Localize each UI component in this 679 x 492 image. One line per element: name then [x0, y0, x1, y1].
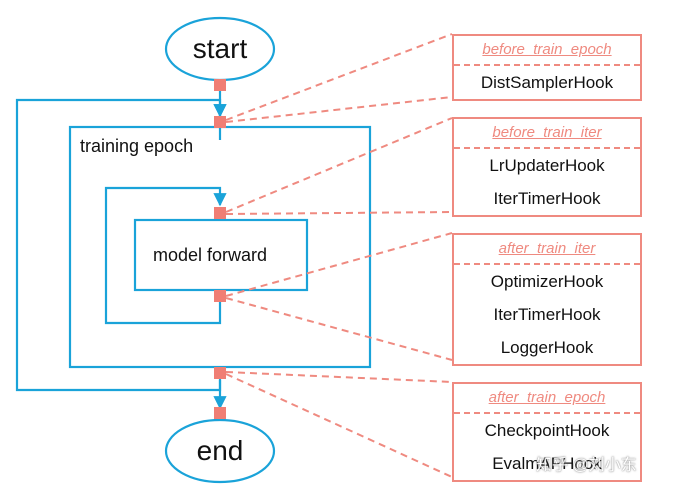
- hook-item: IterTimerHook: [493, 189, 601, 208]
- connector-after-iter-top: [225, 232, 453, 297]
- hook-connectors: [225, 33, 453, 478]
- connector-after-epoch-top: [225, 371, 453, 383]
- hook-point-end-entry: [214, 407, 226, 419]
- hook-panel-after-train-iter: after_train_iter OptimizerHook IterTimer…: [452, 233, 642, 366]
- model-forward-label: model forward: [153, 245, 268, 265]
- hook-points: [214, 79, 226, 419]
- hook-point-start-exit: [214, 79, 226, 91]
- connector-after-epoch-bottom: [225, 373, 453, 478]
- hook-point-after-iter: [214, 290, 226, 302]
- hook-title: before_train_iter: [454, 119, 640, 149]
- start-label: start: [192, 33, 248, 64]
- hook-panel-before-train-epoch: before_train_epoch DistSamplerHook: [452, 34, 642, 101]
- connector-before-iter-bottom: [225, 211, 453, 215]
- hook-point-before-epoch: [214, 116, 226, 128]
- iter-loop-arrow: [104, 186, 227, 325]
- hook-item: DistSamplerHook: [480, 73, 614, 92]
- hook-panel-after-train-epoch: after_train_epoch CheckpointHook EvalmAP…: [452, 382, 642, 482]
- hook-title: before_train_epoch: [454, 36, 640, 66]
- hook-point-before-iter: [214, 207, 226, 219]
- hook-item: EvalmAPHook: [492, 454, 602, 473]
- connector-after-iter-bottom: [225, 297, 453, 361]
- end-node: [164, 418, 276, 484]
- hook-item: LrUpdaterHook: [489, 156, 605, 175]
- hook-item: OptimizerHook: [490, 272, 604, 291]
- end-label: end: [196, 435, 244, 466]
- hook-item: LoggerHook: [500, 338, 594, 357]
- hook-item: CheckpointHook: [484, 421, 610, 440]
- connector-before-epoch-top: [225, 33, 453, 121]
- training-epoch-label: training epoch: [80, 136, 194, 156]
- connector-before-epoch-bottom: [225, 96, 453, 123]
- hook-title: after_train_epoch: [454, 384, 640, 414]
- hook-title: after_train_iter: [454, 235, 640, 265]
- hook-panel-before-train-iter: before_train_iter LrUpdaterHook IterTime…: [452, 117, 642, 217]
- hook-point-after-epoch: [214, 367, 226, 379]
- connector-before-iter-top: [225, 117, 453, 213]
- watermark: 知乎 @刘小东: [536, 457, 637, 474]
- hook-item: IterTimerHook: [493, 305, 601, 324]
